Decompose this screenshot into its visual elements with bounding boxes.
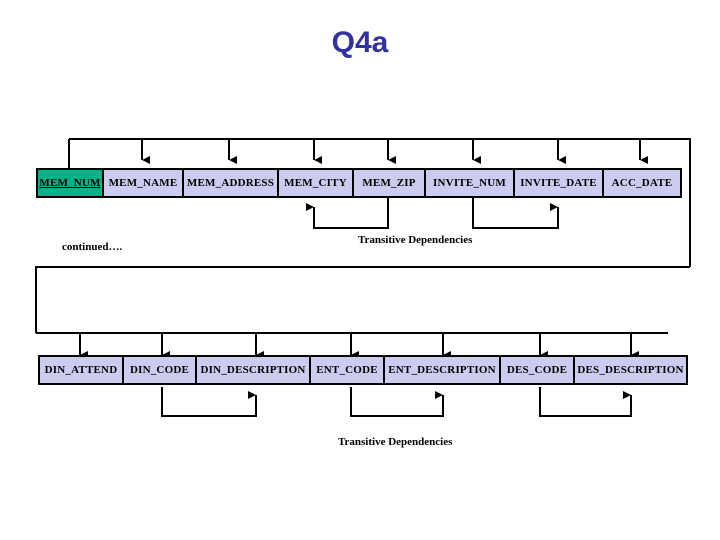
relation-row-1: MEM_NUM MEM_NAME MEM_ADDRESS MEM_CITY ME… <box>36 168 682 198</box>
attribute-cell-mem-name[interactable]: MEM_NAME <box>104 170 184 196</box>
attribute-label: MEM_ADDRESS <box>186 177 275 189</box>
attribute-label: DES_CODE <box>506 364 568 376</box>
attribute-label: ACC_DATE <box>611 177 673 189</box>
attribute-label: INVITE_DATE <box>520 177 597 189</box>
attribute-label: MEM_NAME <box>108 177 178 189</box>
attribute-label: DES_DESCRIPTION <box>577 364 684 376</box>
attribute-cell-des-code[interactable]: DES_CODE <box>501 357 575 383</box>
attribute-cell-mem-num[interactable]: MEM_NUM <box>38 170 104 196</box>
attribute-cell-mem-zip[interactable]: MEM_ZIP <box>354 170 426 196</box>
attribute-cell-des-description[interactable]: DES_DESCRIPTION <box>575 357 686 383</box>
attribute-cell-ent-description[interactable]: ENT_DESCRIPTION <box>385 357 501 383</box>
attribute-label: DIN_ATTEND <box>44 364 118 376</box>
attribute-cell-din-code[interactable]: DIN_CODE <box>124 357 197 383</box>
attribute-cell-mem-city[interactable]: MEM_CITY <box>279 170 354 196</box>
continued-label: continued…. <box>62 241 123 253</box>
attribute-cell-ent-code[interactable]: ENT_CODE <box>311 357 385 383</box>
attribute-label: MEM_NUM <box>39 177 101 189</box>
attribute-label: ENT_CODE <box>316 364 378 376</box>
relation-row-2: DIN_ATTEND DIN_CODE DIN_DESCRIPTION ENT_… <box>38 355 688 385</box>
attribute-cell-din-description[interactable]: DIN_DESCRIPTION <box>197 357 311 383</box>
attribute-label: INVITE_NUM <box>433 177 506 189</box>
attribute-label: ENT_DESCRIPTION <box>388 364 496 376</box>
attribute-cell-acc-date[interactable]: ACC_DATE <box>604 170 680 196</box>
attribute-label: DIN_CODE <box>129 364 190 376</box>
attribute-cell-invite-num[interactable]: INVITE_NUM <box>426 170 515 196</box>
attribute-cell-invite-date[interactable]: INVITE_DATE <box>515 170 604 196</box>
attribute-label: MEM_CITY <box>284 177 347 189</box>
page-title: Q4a <box>331 26 389 59</box>
transitive-dependencies-label-top: Transitive Dependencies <box>358 234 473 246</box>
attribute-label: MEM_ZIP <box>362 177 416 189</box>
attribute-label: DIN_DESCRIPTION <box>200 364 306 376</box>
transitive-dependencies-label-bottom: Transitive Dependencies <box>338 436 453 448</box>
attribute-cell-din-attend[interactable]: DIN_ATTEND <box>40 357 124 383</box>
attribute-cell-mem-address[interactable]: MEM_ADDRESS <box>184 170 279 196</box>
